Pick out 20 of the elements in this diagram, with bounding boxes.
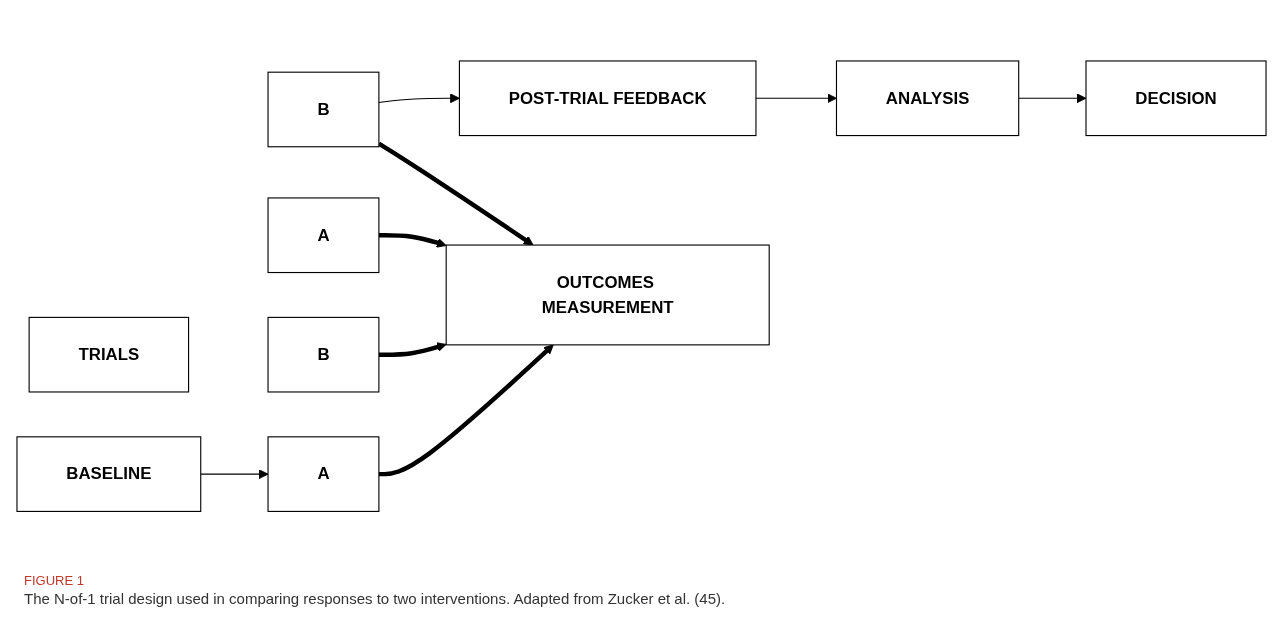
arrow (755, 93, 837, 104)
arrow (377, 141, 534, 246)
node-box: B (267, 317, 380, 393)
node-box: B (267, 71, 380, 148)
node-box: POST-TRIAL FEEDBACK (458, 60, 757, 137)
caption: The N-of-1 trial design used in comparing responses to two interventions. Adapted from Zucker et al. (45). (24, 590, 727, 607)
node-box: A (267, 197, 380, 274)
arrow (378, 342, 447, 358)
node-box: BASELINE (16, 436, 202, 513)
arrow (378, 93, 460, 104)
arrow (200, 469, 269, 480)
arrow (378, 344, 554, 477)
node-box: DECISION (1085, 60, 1267, 137)
node-box: OUTCOMES MEASUREMENT (445, 244, 770, 346)
arrow (378, 233, 447, 248)
figure-number: FIGURE 1 (24, 573, 85, 588)
arrow (1018, 93, 1087, 104)
node-box: TRIALS (28, 317, 190, 393)
node-box: A (267, 436, 380, 513)
node-box: ANALYSIS (835, 60, 1020, 137)
